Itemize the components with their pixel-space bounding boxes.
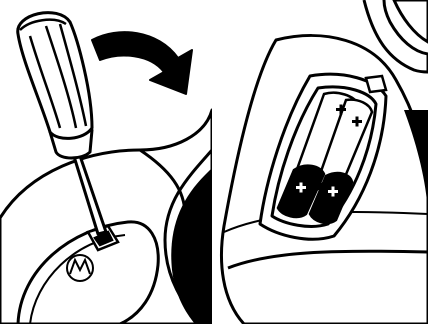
polarity-plus-icon [296, 182, 338, 197]
compartment-latch [364, 74, 388, 94]
panel-divider [212, 0, 214, 324]
rotate-arrow-icon [91, 31, 193, 95]
motorola-logo-icon [66, 254, 94, 282]
headset-band [171, 168, 212, 324]
polarity-plus-icon [336, 104, 362, 127]
screwdriver-icon [16, 11, 108, 236]
cover-screw-icon [86, 224, 120, 252]
headset-band [404, 110, 428, 220]
insert-batteries-illustration [219, 0, 428, 324]
step-open-cover-panel [0, 0, 212, 324]
open-cover-illustration [0, 11, 212, 324]
step-insert-batteries-panel [214, 0, 428, 324]
